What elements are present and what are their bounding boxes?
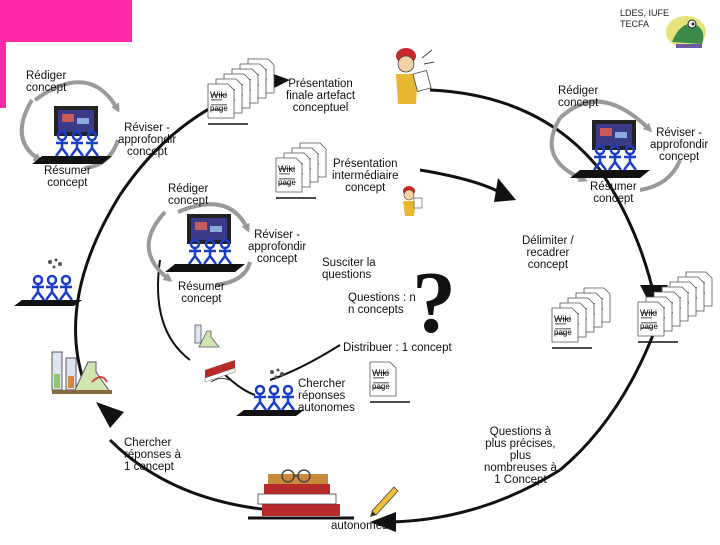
wiki-page-label: page [640,322,658,331]
label-reviser-2: Réviser - approfondir concept [650,127,709,163]
wiki-page-label: page [210,104,228,113]
arrow-top-to-right [429,88,657,301]
lab-flask-icon [51,351,112,394]
wiki-page-label: page [554,328,572,337]
label-rediger-concept-2: Rédiger concept [558,85,599,109]
cycle-3-bottom [214,261,252,287]
header-org: LDES, IUFE [620,8,670,18]
arrow-left-up [74,194,122,386]
wiki-stack-delimiter: Wiki page [551,287,611,349]
label-chercher-1-concept: Chercher réponses à 1 concept [124,437,181,473]
arrowhead-bottom [370,512,396,532]
header-unit: TECFA [620,19,650,29]
label-questions-precises: Questions à plus précises, plus nombreus… [484,426,557,486]
wiki-page-icon [369,361,397,397]
label-rediger-concept-3: Rédiger concept [168,183,209,207]
wiki-page-icon [275,157,303,193]
team-computer-icon-3 [165,214,245,272]
cycle-2-bottom [639,159,682,192]
arrowhead-left-bottom [96,402,124,428]
accent-bar-vertical [0,0,6,108]
team-brainstorm-icon-2 [236,368,304,416]
wiki-page-icon [551,307,579,343]
wiki-page-icon [207,83,235,119]
cycle-3-top [177,202,250,233]
presenter-icon-small [403,186,423,216]
label-susciter-questions: Susciter la questions [322,257,376,281]
question-mark: ? [412,255,456,352]
wiki-stack-presentation-intermediaire: Wiki page [275,142,327,199]
wiki-page-label: page [278,178,296,187]
label-reviser-1: Réviser - approfondir concept [118,122,177,158]
wiki-page-icon [637,301,665,337]
wiki-page-label: page [372,382,390,391]
team-brainstorm-icon-1 [14,258,82,306]
wiki-label: Wiki [554,314,571,324]
cycle-1-top [33,80,120,113]
label-rediger-concept-1: Rédiger concept [26,70,67,94]
label-resumer-1: Résumer concept [44,165,91,189]
cycle-1-left [19,98,43,162]
label-questions-n-concepts: Questions : n n concepts [348,292,416,316]
arrow-right-down [559,329,657,472]
wiki-label: Wiki [372,368,389,378]
label-reviser-3: Réviser - approfondir concept [248,229,307,265]
label-resumer-3: Résumer concept [178,281,225,305]
main-cycle [74,78,657,524]
lab-small-icon [194,324,220,348]
wiki-label: Wiki [278,164,295,174]
open-books-icon-small [204,360,236,383]
cycle-3-left [146,210,173,282]
arrow-bottom-left [108,438,271,512]
cycle-2-top [558,99,653,133]
label-presentation-finale: Présentation finale artefact conceptuel [286,78,356,114]
arrow-bottom-to-autonomes [389,468,561,524]
label-distribuer: Distribuer : 1 concept [343,342,452,354]
pencil-icon [370,486,399,517]
team-computer-icon-2 [570,120,650,178]
arrow-to-delimiter [419,168,506,197]
arrow-susciter-down [157,259,191,361]
label-autonomes: autonomes [331,520,388,532]
wiki-stack-right: Wiki page [637,271,713,343]
label-chercher-autonomes: Chercher réponses autonomes [298,378,355,414]
tecfa-logo-icon [666,16,706,48]
wiki-label: Wiki [210,90,227,100]
label-presentation-intermediaire: Présentation intermédiaire concept [332,158,399,194]
wiki-label: Wiki [640,308,657,318]
presenter-icon-large [396,48,435,104]
wiki-stack-chercher: Wiki page [369,361,410,403]
accent-bar-horizontal [0,0,132,42]
arrowhead-delimiter [494,178,516,202]
label-resumer-2: Résumer concept [590,181,637,205]
books-stack-icon [248,469,354,520]
wiki-stack-presentation-finale: Wiki page [207,58,275,125]
team-computer-icon-1 [32,106,112,164]
label-delimiter-concept: Délimiter / recadrer concept [522,235,574,271]
